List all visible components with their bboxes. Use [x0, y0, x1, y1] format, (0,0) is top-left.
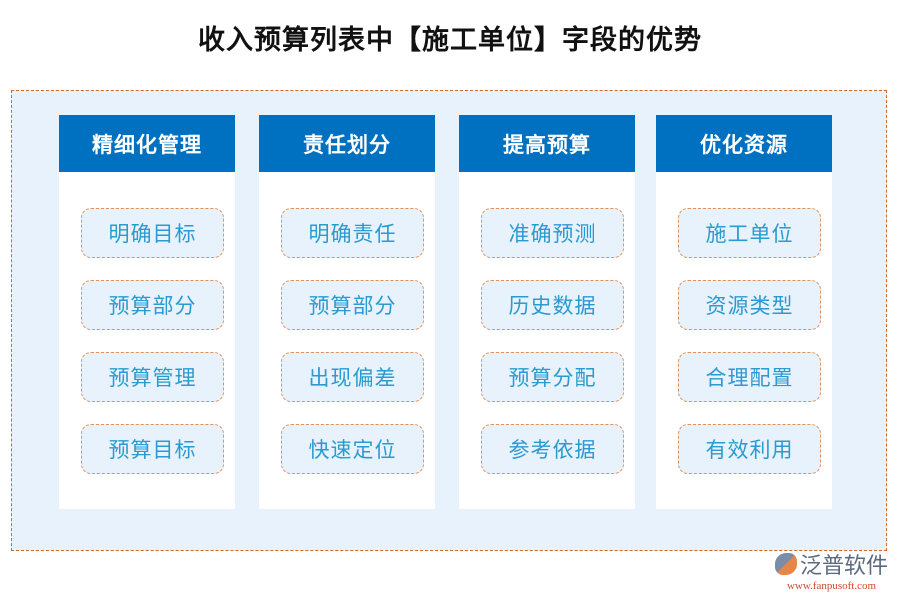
logo-name: 泛普软件 — [799, 554, 888, 579]
item-pill: 参考依据 — [481, 424, 624, 474]
item-pill: 历史数据 — [481, 280, 624, 330]
item-pill: 快速定位 — [281, 424, 424, 474]
logo-url: www.fanpusoft.com — [786, 580, 877, 592]
item-pill: 预算部分 — [81, 280, 224, 330]
column-header: 提高预算 — [459, 115, 635, 172]
logo-mark-icon — [774, 553, 797, 575]
column-4: 优化资源施工单位资源类型合理配置有效利用 — [656, 115, 832, 509]
column-1: 精细化管理明确目标预算部分预算管理预算目标 — [59, 115, 235, 509]
item-pill: 施工单位 — [678, 208, 821, 258]
column-header: 优化资源 — [656, 115, 832, 172]
column-header: 责任划分 — [259, 115, 435, 172]
item-pill: 有效利用 — [678, 424, 821, 474]
item-pill: 预算部分 — [281, 280, 424, 330]
item-pill: 资源类型 — [678, 280, 821, 330]
page-title: 收入预算列表中【施工单位】字段的优势 — [198, 25, 702, 56]
item-pill: 预算分配 — [481, 352, 624, 402]
column-2: 责任划分明确责任预算部分出现偏差快速定位 — [259, 115, 435, 509]
item-pill: 出现偏差 — [281, 352, 424, 402]
item-pill: 预算目标 — [81, 424, 224, 474]
item-pill: 明确责任 — [281, 208, 424, 258]
logo: 泛普软件 www.fanpusoft.com — [774, 548, 888, 592]
column-3: 提高预算准确预测历史数据预算分配参考依据 — [459, 115, 635, 509]
item-pill: 准确预测 — [481, 208, 624, 258]
item-pill: 合理配置 — [678, 352, 821, 402]
item-pill: 预算管理 — [81, 352, 224, 402]
item-pill: 明确目标 — [81, 208, 224, 258]
column-header: 精细化管理 — [59, 115, 235, 172]
